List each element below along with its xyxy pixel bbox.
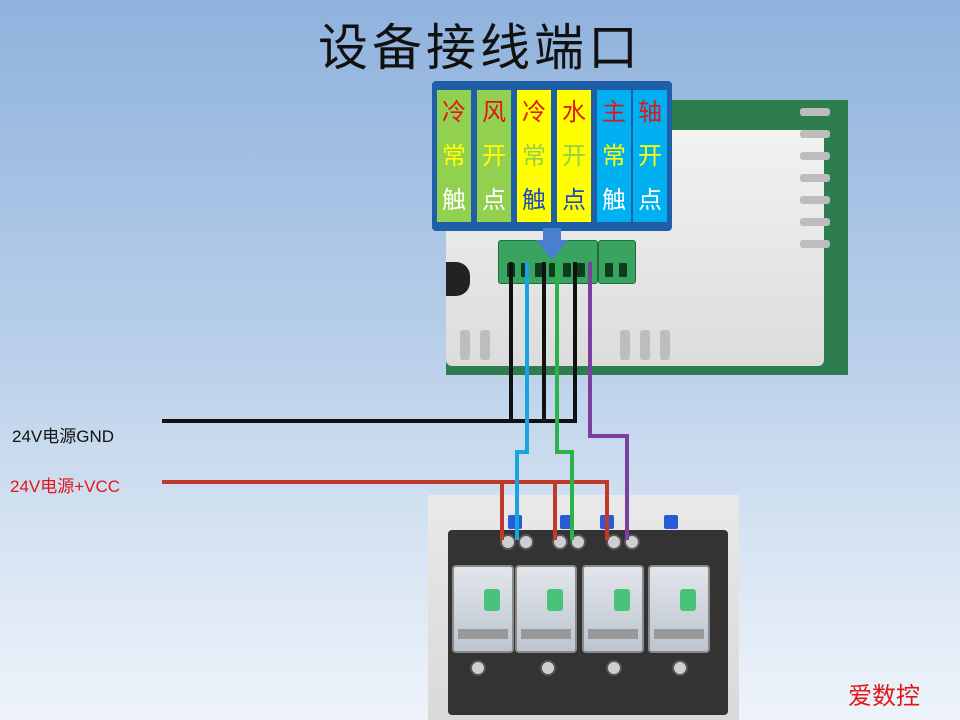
terminal-screw — [606, 534, 622, 550]
terminal-screw — [672, 660, 688, 676]
legend-char: 点 — [482, 186, 506, 214]
gnd-label: 24V电源GND — [12, 427, 115, 446]
legend-char: 触 — [522, 186, 546, 214]
legend-char: 主 — [602, 98, 626, 126]
terminal-pin — [619, 263, 627, 277]
terminal-legend — [432, 81, 672, 231]
terminal-pin — [549, 263, 557, 277]
terminal-screw — [470, 660, 486, 676]
purple-signal-wire — [588, 262, 629, 540]
legend-column: 水开点 — [557, 90, 591, 222]
vent-slot — [800, 218, 830, 226]
legend-column: 风开点 — [477, 90, 511, 222]
blue-signal-wire — [515, 262, 529, 540]
legend-char: 开 — [562, 142, 586, 170]
relay — [648, 565, 710, 653]
legend-column: 主常触 — [597, 90, 631, 222]
legend-column: 冷常触 — [517, 90, 551, 222]
relay — [515, 565, 577, 653]
vent-slot — [660, 330, 670, 360]
legend-char: 点 — [638, 186, 662, 214]
watermark: 爱数控 — [848, 682, 920, 710]
terminal-screw — [540, 660, 556, 676]
green-signal-wire — [555, 262, 574, 540]
vent-slot — [800, 240, 830, 248]
terminal-screw — [518, 534, 534, 550]
terminal-clip — [664, 515, 678, 529]
legend-char: 轴 — [638, 98, 662, 126]
vent-slot — [800, 108, 830, 116]
legend-char: 常 — [442, 142, 466, 170]
vcc-wire — [162, 480, 609, 540]
legend-char: 水 — [562, 98, 586, 126]
legend-char: 常 — [522, 142, 546, 170]
legend-char: 常 — [602, 142, 626, 170]
vent-slot — [800, 196, 830, 204]
page-title: 设备接线端口 — [318, 19, 642, 77]
terminal-pin — [563, 263, 571, 277]
terminal-pin — [577, 263, 585, 277]
legend-char: 风 — [482, 98, 506, 126]
legend-char: 冷 — [442, 98, 466, 126]
legend-char: 触 — [442, 186, 466, 214]
legend-char: 冷 — [522, 98, 546, 126]
legend-char: 开 — [638, 142, 662, 170]
vent-slot — [800, 130, 830, 138]
vent-slot — [800, 152, 830, 160]
vcc-label: 24V电源+VCC — [10, 477, 121, 496]
pointer-arrow-head-icon — [536, 240, 568, 260]
legend-column: 轴开点 — [633, 90, 667, 222]
terminal-pin — [605, 263, 613, 277]
legend-char: 触 — [602, 186, 626, 214]
vent-slot — [480, 330, 490, 360]
vent-slot — [620, 330, 630, 360]
terminal-screw — [606, 660, 622, 676]
vent-slot — [460, 330, 470, 360]
gnd-wire — [162, 262, 577, 423]
legend-char: 开 — [482, 142, 506, 170]
relay — [452, 565, 514, 653]
legend-column: 冷常触 — [437, 90, 471, 222]
terminal-block-aux — [598, 240, 636, 284]
pointer-arrow-icon — [543, 228, 561, 242]
terminal-block-main — [498, 240, 598, 284]
legend-char: 点 — [562, 186, 586, 214]
vent-slot — [640, 330, 650, 360]
device-connector — [446, 262, 470, 296]
vent-slot — [800, 174, 830, 182]
relay — [582, 565, 644, 653]
terminal-pin — [535, 263, 543, 277]
